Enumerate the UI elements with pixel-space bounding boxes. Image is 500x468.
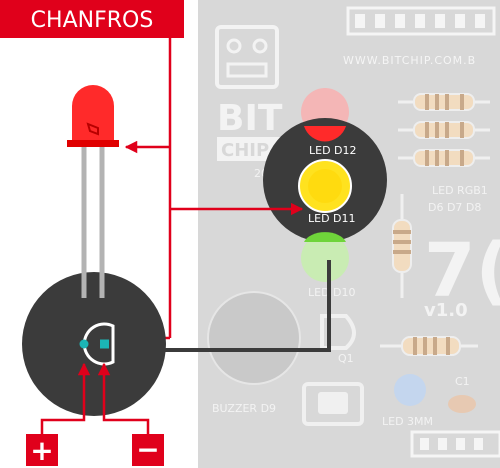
buzzer [207,291,301,385]
minus-badge [132,434,164,466]
polarity-annotations [40,362,150,436]
plus-label: + [30,434,53,467]
led-d12-visible [304,126,346,142]
footprint-circle [22,272,166,416]
highlighted-led-group: LED D12 LED D11 [263,118,387,242]
led-d11-inner [308,169,342,203]
pushbutton [302,382,364,426]
red-led-component [67,85,119,298]
board-version: v1.0 [424,300,468,321]
arrow-plus [40,362,91,436]
led-3mm [394,374,426,406]
resistor-bottom [380,336,478,356]
header-pins-top [346,6,496,36]
label-led-d12: LED D12 [309,144,357,157]
board-url: WWW.BITCHIP.COM.B [343,54,476,67]
label-led-d11: LED D11 [308,212,356,225]
resistor-group-rgb [398,93,490,167]
pad-anode [79,339,89,349]
label-q1: Q1 [338,352,354,365]
pad-cathode [100,339,109,349]
transistor-q1 [320,314,356,350]
label-led-d10: LED D10 [308,286,356,299]
led-footprint-zoom [22,272,166,416]
led-body [72,85,114,140]
led-internal-lead [86,122,99,136]
plus-badge [26,434,58,466]
board-led-d10-faded [301,234,349,282]
led-d10-visible [304,232,346,242]
connector-line [160,260,331,352]
led-rim [67,140,119,147]
big-mark: 7( [424,228,500,314]
label-led-rgb: LED RGB1 [432,184,488,197]
arrow-minus [97,362,150,436]
label-rgb-pins: D6 D7 D8 [428,201,481,214]
capacitor-c1 [448,395,476,413]
logo-text-bit: BIT [217,98,283,139]
title-tag [0,0,184,38]
logo-text-chip: CHIP [221,140,269,161]
label-led-3mm: LED 3MM [382,415,433,428]
minus-label: − [136,433,159,466]
header-pins-bottom [410,430,500,458]
title: CHANFROS [31,8,154,33]
pushbutton-cap [318,392,348,414]
label-buzzer: BUZZER D9 [212,402,276,415]
label-c1: C1 [455,375,470,388]
resistor-vertical [392,194,412,298]
